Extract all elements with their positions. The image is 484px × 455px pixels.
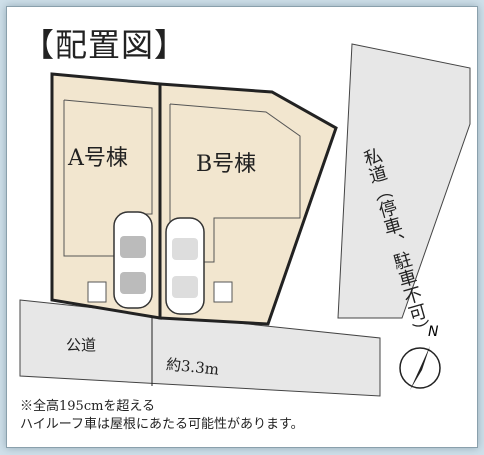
note-line-2: ハイルーフ車は屋根にあたる可能性があります。 [20, 417, 304, 432]
page-title: 【配置図】 [22, 26, 188, 64]
entrance-b [213, 281, 233, 303]
note-line-1: ※全高195cmを超える [20, 399, 156, 414]
public-road-label: 公道 [66, 336, 97, 354]
north-arrow: N [396, 324, 446, 396]
north-label: N [428, 324, 439, 340]
car-a [113, 211, 153, 309]
building-b-label: B号棟 [196, 152, 257, 177]
public-road [19, 299, 381, 397]
note-text: ※全高195cmを超える ハイルーフ車は屋根にあたる可能性があります。 [20, 398, 304, 434]
entrance-a [87, 281, 107, 303]
building-a-label: A号棟 [68, 146, 128, 171]
private-road [337, 43, 471, 319]
north-needle-icon [410, 346, 430, 390]
car-b [165, 217, 205, 315]
